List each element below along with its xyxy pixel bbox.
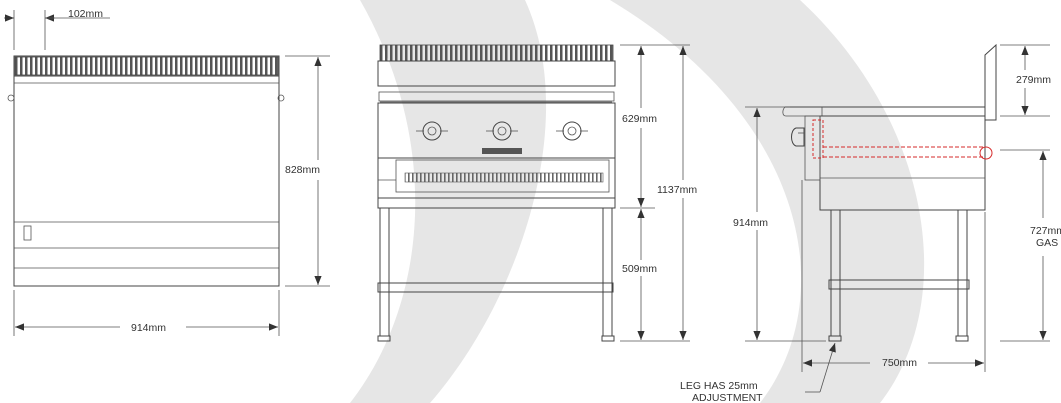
offset-dimension: 102mm xyxy=(4,8,110,50)
gas-height-label: 727mm xyxy=(1030,225,1061,237)
front-width-label: 914mm xyxy=(131,322,166,334)
leg-note-line2: ADJUSTMENT xyxy=(692,392,763,403)
gas-line xyxy=(812,119,993,160)
splash-height-label: 279mm xyxy=(1016,74,1051,86)
leg-note-line1: LEG HAS 25mm xyxy=(680,380,758,392)
knob-icon xyxy=(277,94,285,102)
work-height-label: 914mm xyxy=(733,217,768,229)
control-knob-icon xyxy=(486,121,518,141)
width-dimension: 914mm xyxy=(13,290,280,336)
control-knob-icon xyxy=(416,121,448,141)
side-dimensions: 279mm 727mm GAS 914mm 750mm LEG HAS 25mm… xyxy=(680,44,1061,403)
gas-label: GAS xyxy=(1036,237,1058,249)
ignition-button-icon xyxy=(23,225,32,241)
depth-label: 750mm xyxy=(882,357,917,369)
lower-height-label: 509mm xyxy=(622,263,657,275)
elevation-dimensions: 629mm 509mm 1137mm xyxy=(620,44,697,342)
front-height-dimension: 828mm xyxy=(285,55,330,287)
knob-icon xyxy=(7,94,15,102)
upper-height-label: 629mm xyxy=(622,113,657,125)
offset-label: 102mm xyxy=(68,8,103,20)
front-elevation xyxy=(377,44,616,342)
control-knob-icon xyxy=(556,121,588,141)
front-height-label: 828mm xyxy=(285,164,320,176)
side-knob-icon xyxy=(791,127,805,147)
total-height-label: 1137mm xyxy=(657,184,697,196)
front-view xyxy=(7,55,285,287)
side-view xyxy=(782,43,997,342)
